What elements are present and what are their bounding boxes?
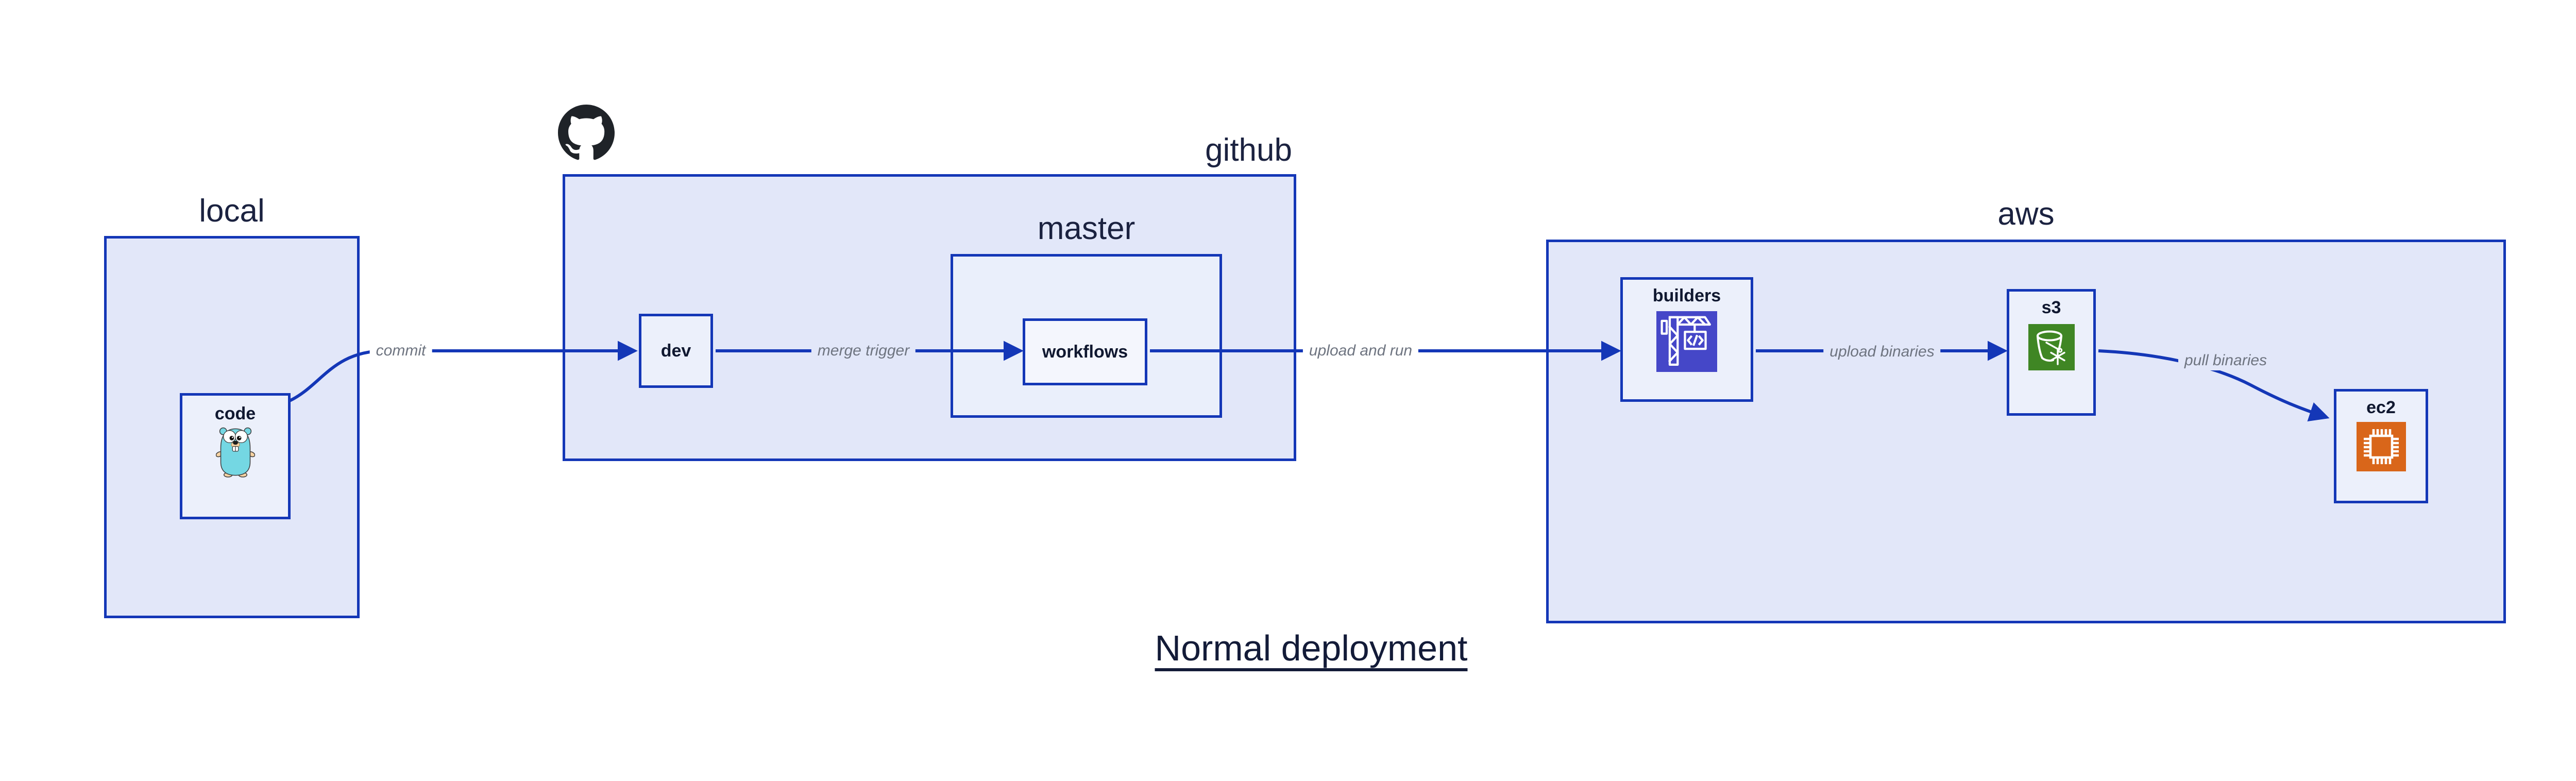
codebuild-crane-icon [1656, 311, 1717, 372]
edge-label-merge-trigger: merge trigger [811, 341, 916, 361]
group-label-aws: aws [1997, 196, 2055, 232]
github-octocat-icon [558, 105, 615, 160]
node-label-dev: dev [660, 341, 691, 361]
edge-pull-binaries [2098, 349, 2330, 422]
node-label-ec2: ec2 [2366, 398, 2396, 417]
node-dev: dev [639, 314, 713, 388]
edge-label-pull-binaries: pull binaries [2178, 351, 2274, 370]
node-label-s3: s3 [2041, 298, 2061, 317]
edge-label-commit: commit [369, 341, 432, 361]
edge-label-upload-binaries: upload binaries [1823, 342, 1941, 362]
edge-commit [289, 341, 638, 402]
node-label-code: code [214, 404, 256, 423]
go-gopher-icon [215, 427, 255, 478]
s3-glacier-bucket-icon [2028, 324, 2075, 370]
ec2-chip-icon [2356, 422, 2406, 471]
edge-label-upload-and-run: upload and run [1302, 341, 1419, 361]
node-workflows: workflows [1023, 318, 1147, 385]
node-s3: s3 [2007, 289, 2096, 416]
node-label-builders: builders [1652, 286, 1721, 305]
node-label-workflows: workflows [1042, 342, 1128, 362]
diagram-title: Normal deployment [1155, 628, 1468, 668]
group-label-github: github [1205, 132, 1292, 168]
node-builders: builders [1620, 277, 1753, 402]
node-code: code [180, 393, 291, 519]
group-label-local: local [199, 193, 265, 229]
group-label-master: master [1037, 211, 1136, 246]
node-ec2: ec2 [2334, 389, 2428, 503]
